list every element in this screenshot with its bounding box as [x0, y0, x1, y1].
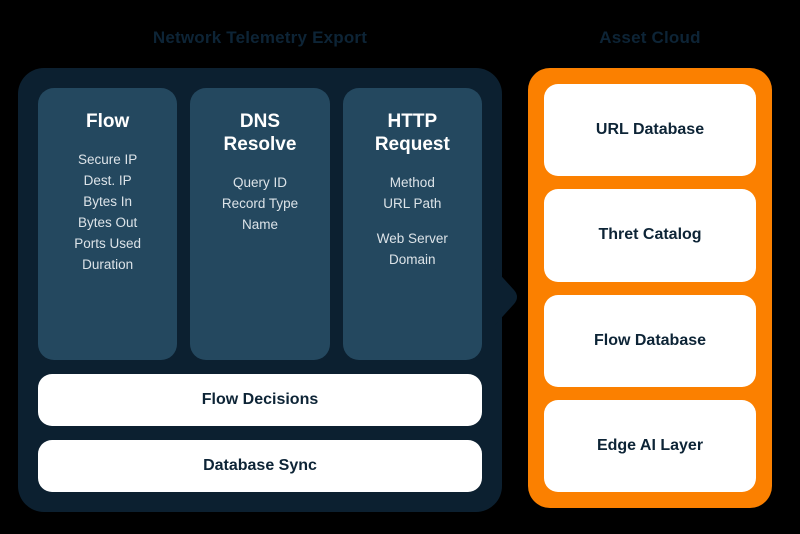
protocol-card-fields: Method URL Path Web Server Domain	[351, 172, 474, 270]
field-item: Domain	[389, 252, 436, 267]
field-item: Duration	[82, 257, 134, 272]
protocol-card-title-line2: Request	[374, 134, 450, 155]
field-item: Ports Used	[74, 236, 142, 251]
bar-label: Flow Decisions	[201, 391, 319, 408]
protocol-card-title-line1: Flow	[86, 111, 130, 132]
field-item: Bytes In	[83, 194, 133, 209]
protocol-card-title: HTTP Request	[351, 110, 474, 156]
asset-card-label: Thret Catalog	[598, 226, 702, 244]
field-item: Web Server	[376, 231, 448, 246]
asset-card-label: Flow Database	[593, 331, 707, 349]
field-item: Method	[389, 175, 435, 190]
protocol-card-title-line2: Resolve	[223, 134, 297, 155]
protocol-card-flow[interactable]: Flow Secure IP Dest. IP Bytes In Bytes O…	[38, 88, 178, 360]
right-section-title: Asset Cloud	[599, 28, 701, 47]
field-item: Name	[241, 217, 278, 232]
asset-card-edge-ai-layer[interactable]: Edge AI Layer	[544, 399, 756, 492]
protocol-card-fields: Query ID Record Type Name	[198, 172, 321, 235]
field-item: URL Path	[383, 196, 442, 211]
arrow-right-icon	[494, 268, 517, 326]
asset-card-label: URL Database	[595, 121, 705, 139]
bar-flow-decisions[interactable]: Flow Decisions	[38, 374, 482, 426]
asset-card-label: Edge AI Layer	[596, 436, 704, 454]
asset-cloud-panel: URL Database Thret Catalog Flow Database…	[528, 68, 772, 508]
protocol-card-title-line1: HTTP	[387, 111, 438, 132]
left-section-title: Network Telemetry Export	[152, 28, 368, 47]
protocol-card-http-request[interactable]: HTTP Request Method URL Path Web Server …	[342, 88, 482, 360]
bar-database-sync[interactable]: Database Sync	[38, 440, 482, 492]
field-item: Bytes Out	[78, 215, 138, 230]
protocol-cards-row: Flow Secure IP Dest. IP Bytes In Bytes O…	[38, 88, 482, 360]
field-item: Dest. IP	[83, 173, 132, 188]
bar-label: Database Sync	[203, 457, 317, 474]
asset-card-url-database[interactable]: URL Database	[544, 84, 756, 177]
protocol-card-dns-resolve[interactable]: DNS Resolve Query ID Record Type Name	[190, 88, 330, 360]
field-item: Record Type	[221, 196, 299, 211]
protocol-card-title: Flow	[46, 110, 169, 133]
network-telemetry-export-panel: Flow Secure IP Dest. IP Bytes In Bytes O…	[18, 68, 502, 512]
protocol-card-title-line1: DNS	[239, 111, 281, 132]
field-item: Secure IP	[78, 152, 138, 167]
asset-card-flow-database[interactable]: Flow Database	[544, 294, 756, 387]
protocol-card-title: DNS Resolve	[198, 110, 321, 156]
asset-card-thret-catalog[interactable]: Thret Catalog	[544, 189, 756, 282]
protocol-card-fields: Secure IP Dest. IP Bytes In Bytes Out Po…	[46, 149, 169, 275]
field-item: Query ID	[232, 175, 287, 190]
